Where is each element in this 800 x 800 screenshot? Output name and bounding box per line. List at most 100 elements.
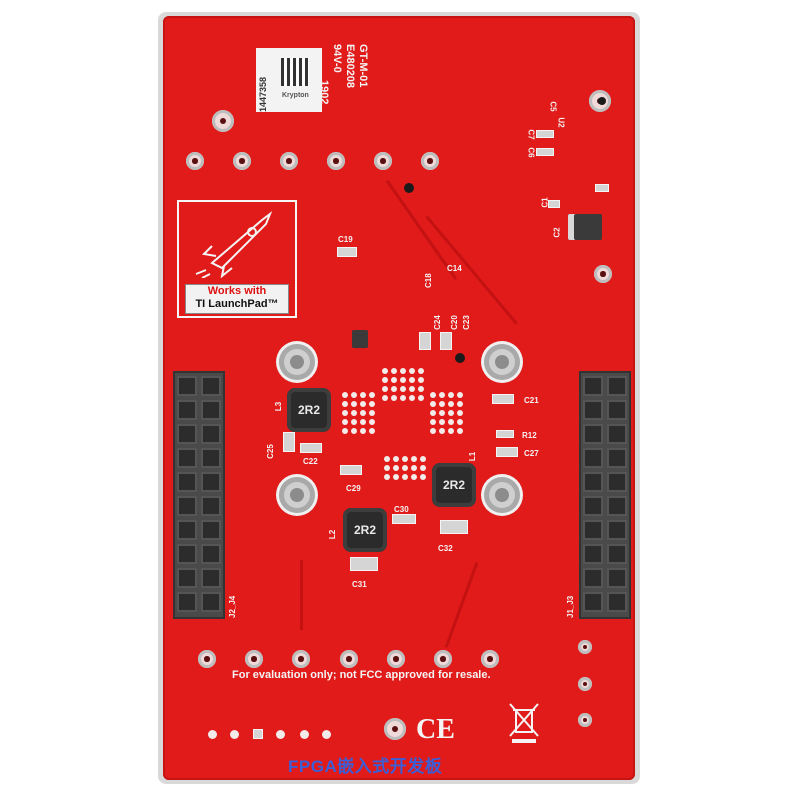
ref-c6: C6 <box>526 147 536 158</box>
via <box>400 377 406 383</box>
ref-c7: C7 <box>526 129 536 140</box>
via <box>411 456 417 462</box>
inductor-l3: 2R2 <box>287 388 331 432</box>
via <box>400 386 406 392</box>
header-pin <box>177 376 197 396</box>
header-pin <box>583 592 603 612</box>
test-pad <box>208 730 217 739</box>
through-hole-pad <box>198 650 216 668</box>
via <box>351 392 357 398</box>
ref-c30: C30 <box>394 505 409 514</box>
header-pin <box>607 376 627 396</box>
fab-code-2: 94V-0 <box>331 44 343 73</box>
via <box>391 368 397 374</box>
via <box>430 410 436 416</box>
header-pin <box>583 448 603 468</box>
via <box>369 419 375 425</box>
capacitor-c19 <box>337 247 357 257</box>
via <box>351 428 357 434</box>
through-hole-pad <box>292 650 310 668</box>
header-pin <box>607 424 627 444</box>
capacitor-c22 <box>300 443 322 453</box>
through-hole-pad <box>578 677 592 691</box>
header-pin <box>177 448 197 468</box>
datamatrix-code-icon <box>281 58 309 86</box>
weee-bin-icon <box>507 700 541 744</box>
header-pin <box>607 568 627 588</box>
through-hole-pad <box>594 265 612 283</box>
via <box>382 368 388 374</box>
via <box>369 401 375 407</box>
label-maker: Krypton <box>282 92 309 99</box>
header-pin <box>607 520 627 540</box>
via <box>409 386 415 392</box>
through-hole-pad <box>327 152 345 170</box>
test-pad <box>253 729 263 739</box>
via-hole <box>455 353 465 363</box>
via <box>402 456 408 462</box>
via <box>342 410 348 416</box>
via <box>457 419 463 425</box>
header-right-label: J1_J3 <box>566 595 575 618</box>
ce-mark: CE <box>416 714 455 745</box>
test-pad <box>276 730 285 739</box>
via <box>342 428 348 434</box>
through-hole-pad <box>233 152 251 170</box>
ref-c32: C32 <box>438 544 453 553</box>
header-pin <box>583 376 603 396</box>
ic-l4 <box>352 330 368 348</box>
standoff <box>484 344 520 380</box>
ref-c21: C21 <box>524 396 539 405</box>
capacitor-c29 <box>340 465 362 475</box>
diode-c2 <box>568 214 602 240</box>
header-pin <box>583 496 603 516</box>
via <box>393 465 399 471</box>
through-hole-pad <box>340 650 358 668</box>
via <box>448 410 454 416</box>
ref-c14: C14 <box>447 264 462 273</box>
capacitor-c30 <box>392 514 416 524</box>
via <box>430 401 436 407</box>
header-pin <box>583 400 603 420</box>
through-hole-pad <box>186 152 204 170</box>
via <box>448 392 454 398</box>
header-pin <box>583 424 603 444</box>
via <box>384 474 390 480</box>
standoff <box>484 477 520 513</box>
via <box>391 386 397 392</box>
capacitor-c31 <box>350 557 378 571</box>
via <box>384 465 390 471</box>
header-pin <box>583 568 603 588</box>
badge-line-1: Works with <box>207 285 267 297</box>
through-hole-pad <box>212 110 234 132</box>
watermark-text: FPGA嵌入式开发板 <box>288 757 443 776</box>
via <box>400 395 406 401</box>
ref-l3: L3 <box>274 401 284 412</box>
capacitor-c3 <box>595 184 609 192</box>
ref-l1: L1 <box>468 451 478 462</box>
header-pin <box>607 592 627 612</box>
via <box>360 401 366 407</box>
via <box>393 474 399 480</box>
via <box>342 392 348 398</box>
header-pin <box>177 400 197 420</box>
through-hole-pad <box>578 713 592 727</box>
capacitor-c21 <box>492 394 514 404</box>
via <box>409 368 415 374</box>
ref-c2: C2 <box>552 227 562 238</box>
via <box>409 377 415 383</box>
badge-line-2: TI LaunchPad™ <box>195 298 279 310</box>
via <box>439 401 445 407</box>
via <box>411 465 417 471</box>
header-pin <box>201 568 221 588</box>
via <box>457 401 463 407</box>
via <box>430 392 436 398</box>
test-pad <box>322 730 331 739</box>
header-pin <box>607 400 627 420</box>
rocket-icon <box>195 211 273 278</box>
header-pin <box>177 424 197 444</box>
header-pin <box>177 544 197 564</box>
header-pin <box>583 472 603 492</box>
ref-l2: L2 <box>328 529 338 540</box>
serial-number: 1447358 <box>258 76 268 112</box>
